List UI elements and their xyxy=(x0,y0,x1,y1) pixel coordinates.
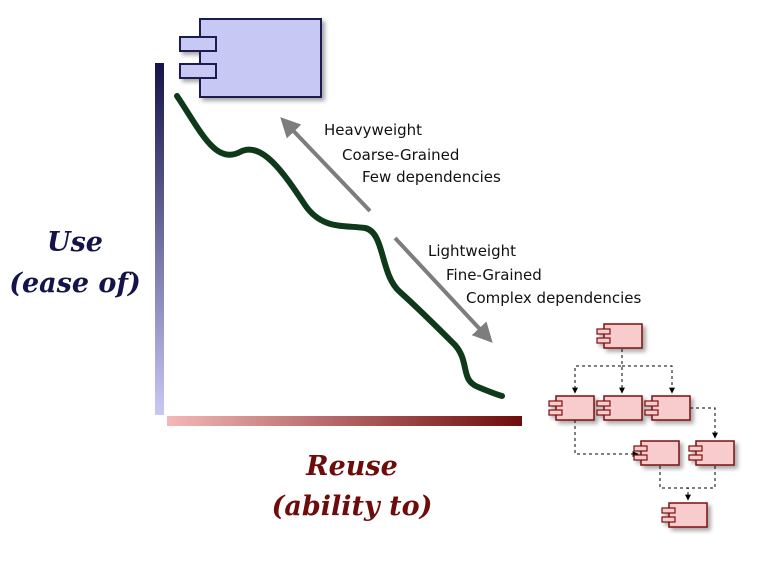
dep-d-to-f xyxy=(659,466,691,501)
heavyweight-label: Heavyweight xyxy=(324,121,422,139)
small-component-b xyxy=(596,395,643,421)
x-axis-label-line2: (ability to) xyxy=(272,491,433,522)
x-axis-label-line1: Reuse xyxy=(305,451,398,482)
dependency-lines xyxy=(572,349,718,501)
small-component-a xyxy=(548,395,595,421)
x-axis-bar xyxy=(167,416,522,426)
small-component-top xyxy=(596,323,643,349)
few-dependencies-label: Few dependencies xyxy=(362,168,501,186)
dep-e-to-f xyxy=(688,466,716,489)
y-axis-bar xyxy=(155,63,164,415)
complex-dependencies-label: Complex dependencies xyxy=(466,289,641,307)
tradeoff-curve xyxy=(174,93,505,399)
lightweight-label: Lightweight xyxy=(428,242,516,260)
small-component-f xyxy=(661,502,708,528)
small-component-c xyxy=(644,395,691,421)
fine-grained-label: Fine-Grained xyxy=(446,266,542,284)
coarse-grained-label: Coarse-Grained xyxy=(342,146,459,164)
y-axis-label-line2: (ease of) xyxy=(9,268,141,299)
heavyweight-arrow xyxy=(280,117,372,213)
small-component-e xyxy=(688,440,735,466)
big-component-tab-bottom xyxy=(179,63,217,79)
lightweight-arrow xyxy=(393,236,493,343)
big-component-body xyxy=(199,18,322,98)
dep-top-to-c xyxy=(622,365,675,394)
dep-top-to-a xyxy=(572,349,623,394)
dep-a-to-d xyxy=(574,420,639,457)
y-axis-label-line1: Use xyxy=(47,227,103,258)
small-component-d xyxy=(633,440,680,466)
component-icon xyxy=(179,18,322,98)
big-component-tab-top xyxy=(179,36,217,52)
dep-c-to-e xyxy=(690,407,718,439)
